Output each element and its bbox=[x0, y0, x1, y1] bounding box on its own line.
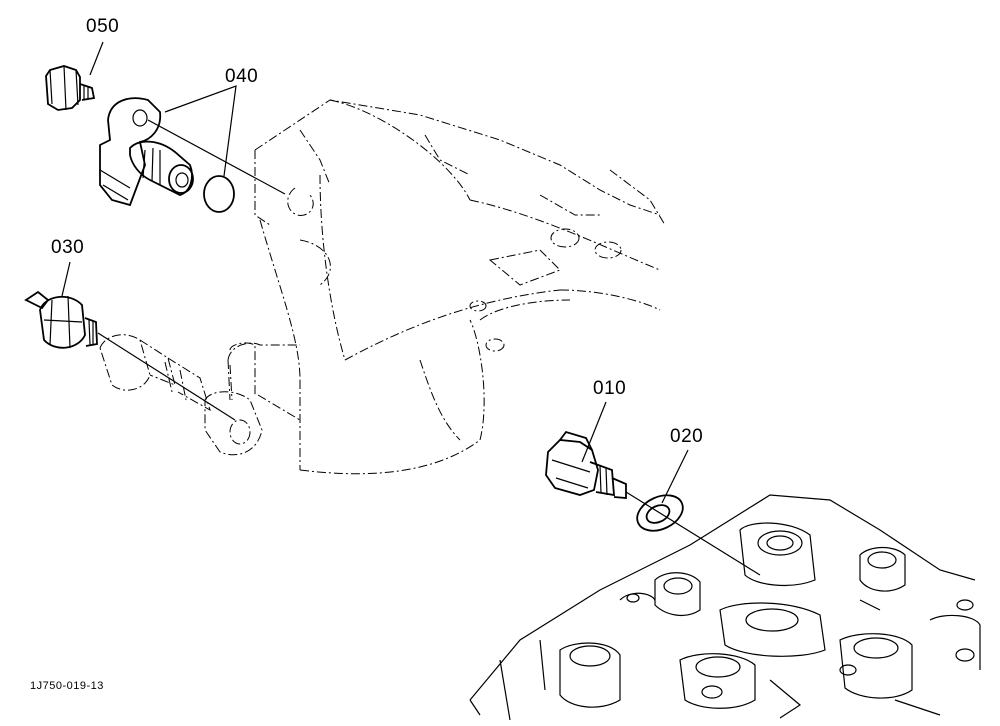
figure-id: 1J750-019-13 bbox=[30, 680, 104, 692]
o-ring-040 bbox=[203, 175, 235, 213]
callout-040: 040 bbox=[225, 66, 259, 87]
phantom-housing bbox=[227, 99, 666, 475]
callout-050: 050 bbox=[86, 16, 120, 37]
phantom-fitting bbox=[99, 334, 263, 456]
part-020-washer bbox=[636, 494, 684, 532]
part-040-sensor bbox=[99, 97, 286, 207]
part-030-switch bbox=[24, 290, 236, 421]
part-050-plug bbox=[45, 65, 96, 111]
callout-020: 020 bbox=[670, 426, 704, 447]
phantom-lower-block bbox=[469, 494, 981, 721]
callout-030: 030 bbox=[51, 237, 85, 258]
part-010-sensor bbox=[545, 430, 761, 576]
callout-010: 010 bbox=[593, 378, 627, 399]
leader-lines bbox=[61, 41, 689, 504]
